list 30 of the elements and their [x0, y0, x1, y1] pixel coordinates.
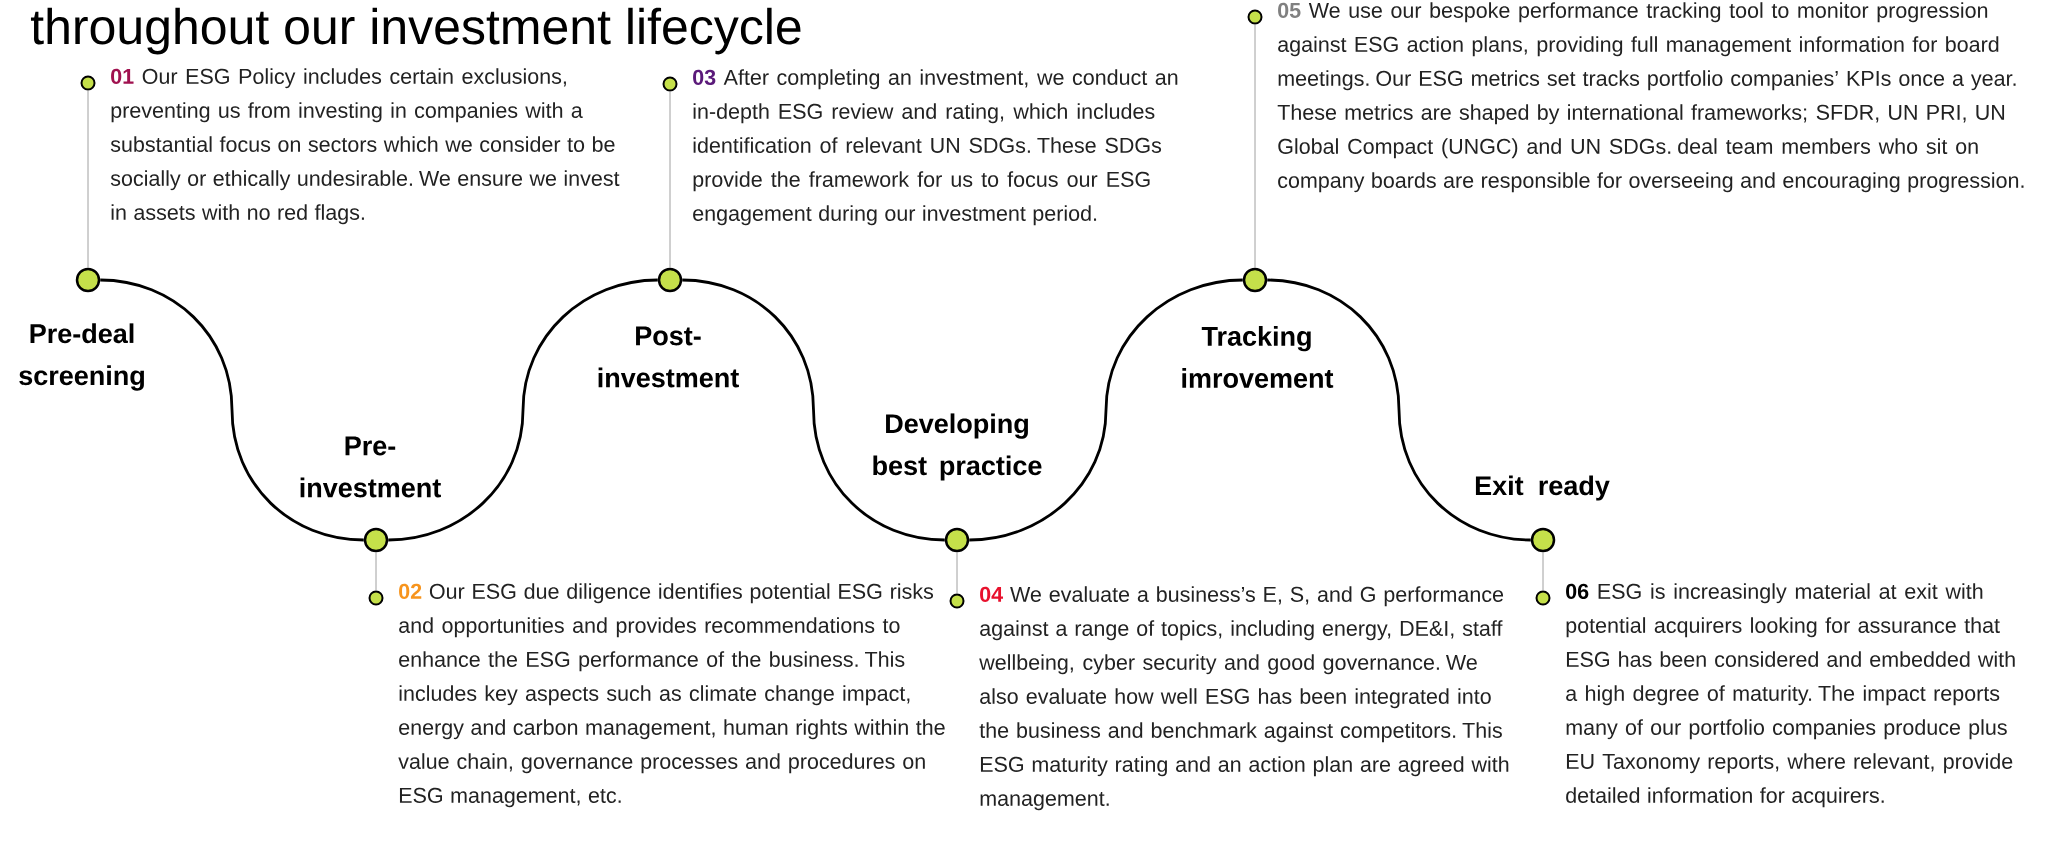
wave-line — [100, 278, 364, 542]
step-text: 04 We evaluate a business’s E, S, and G performance against a range of topics, including energy, DE&I, staff wellbeing, cyber security and good governance. We also evaluate how well ESG has been integrated into the business and benchmark against competitors. This ESG maturity rating and an action plan are agreed with management. — [979, 586, 1509, 811]
stage-label: Pre-deal screening — [19, 323, 144, 391]
wave-line — [682, 278, 945, 542]
leader-line — [956, 551, 958, 594]
stage-circle — [1530, 527, 1556, 553]
stage-circle — [657, 267, 683, 293]
stage-circle — [75, 267, 101, 293]
step-text: 03 After completing an investment, we conduct an in-depth ESG review and rating, which includes identification of relevant UN SDGs. These SDGs provide the framework for us to focus our ESG engagement during our investment period. — [693, 69, 1178, 226]
stage-label: Post-investment — [598, 326, 739, 388]
step-text: 02 Our ESG due diligence identifies potential ESG risks and opportunities and provides recommendations to enhance the ESG performance of the business. This includes key aspects such as climate change impact, energy and carbon management, human rights within the value chain, governance processes and procedures on ESG management, etc. — [398, 583, 945, 808]
stage-label: Tracking imrovement — [1182, 326, 1334, 388]
step-text: 06 ESG is increasingly material at exit with potential acquirers looking for assurance that ESG has been considered and embedded with a high degree of maturity. The impact reports many of our portfolio companies produce plus EU Taxonomy reports, where relevant, provide detailed information for acquirers. — [1566, 583, 2015, 808]
stage-circle — [1242, 267, 1268, 293]
stage-circle — [363, 527, 389, 553]
step-text: 01 Our ESG Policy includes certain exclusions, preventing us from investing in companies with a substantial focus on sectors which we consider to be socially or ethically undesirable. We ensure we invest in assets with no red flags. — [110, 68, 620, 225]
stage-label: Developing best practice — [873, 413, 1042, 481]
wave-line — [388, 278, 658, 542]
stage-label: Exit ready — [1475, 475, 1610, 501]
leader-line — [1542, 551, 1544, 591]
stage-label: Pre-investment — [300, 436, 441, 498]
leader-line — [1254, 24, 1256, 269]
wave-line — [1267, 278, 1531, 542]
leader-line — [87, 90, 89, 269]
leader-line — [669, 91, 671, 269]
title: throughout our investment lifecycle — [30, 7, 801, 55]
stage-circle — [944, 527, 970, 553]
leader-line — [375, 551, 377, 591]
step-text: 05 We use our bespoke performance tracking tool to monitor progression against ESG action plans, providing full management information for board meetings. Our ESG metrics set tracks portfolio companies’ KPIs once a year. These metrics are shaped by international frameworks; SFDR, UN PRI, UN Global Compact (UNGC) and UN SDGs. deal team members who sit on company boards are responsible for overseeing and encouraging progression. — [1277, 2, 2024, 193]
wave-line — [969, 278, 1243, 542]
